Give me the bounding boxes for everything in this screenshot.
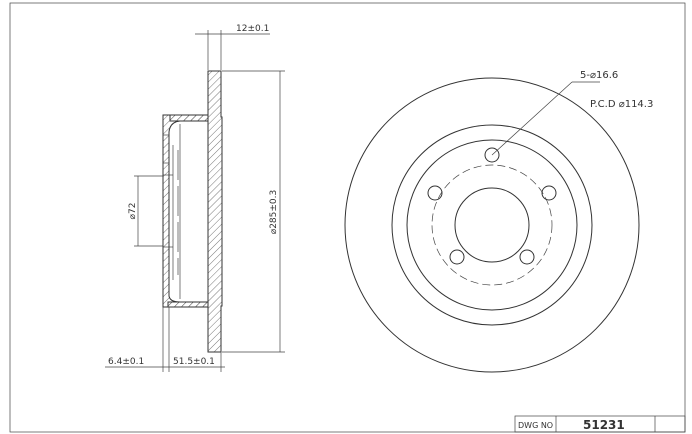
dwg-no-label: DWG NO: [518, 421, 553, 430]
bolt-hole: [484, 147, 500, 163]
friction-inner-edge: [391, 124, 593, 326]
drawing-frame: [9, 2, 686, 433]
front-view: 5-⌀16.6 P.C.D ⌀114.3: [344, 70, 653, 373]
bolt-hole: [427, 185, 443, 201]
hat-outer-edge: [406, 139, 578, 311]
center-bore-dim: ⌀72: [128, 203, 138, 220]
hat-height-dim: 51.5±0.1: [173, 357, 215, 367]
title-block: DWG NO 51231: [514, 415, 686, 433]
bolt-hole: [519, 249, 535, 265]
bolt-hole-spec: 5-⌀16.6: [580, 70, 618, 81]
disc-section: [167, 70, 223, 353]
hat-section: [162, 114, 209, 308]
outer-diameter-dim: ⌀285±0.3: [269, 190, 279, 234]
pcd-circle: [431, 164, 553, 286]
dwg-number: 51231: [583, 418, 625, 432]
leader-line: [491, 81, 573, 156]
outer-rim: [344, 77, 640, 373]
bolt-hole: [449, 249, 465, 265]
center-bore: [454, 187, 530, 263]
side-view: 12±0.1 ⌀285±0.3 ⌀72 6.4±0.1 51.5±0.1: [105, 24, 285, 372]
bolt-hole: [541, 185, 557, 201]
hat-thickness-dim: 6.4±0.1: [108, 357, 144, 367]
disc-thickness-dim: 12±0.1: [236, 24, 269, 34]
pcd-spec: P.C.D ⌀114.3: [590, 99, 653, 110]
